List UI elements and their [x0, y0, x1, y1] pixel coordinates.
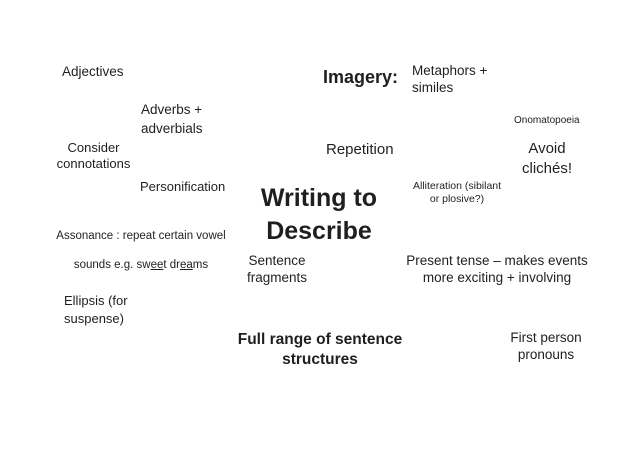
label-present-tense: Present tense – makes events more exciti…	[406, 253, 588, 285]
assonance-line2: sounds e.g. sweet dreams	[38, 258, 244, 272]
label-personification: Personification	[140, 179, 226, 194]
label-sentence-fragments: Sentence fragments	[246, 253, 308, 285]
assonance-text-part: t dr	[163, 259, 180, 272]
label-adverbs: Adverbs + adverbials	[141, 102, 203, 136]
label-metaphors: Metaphors + similes	[412, 63, 488, 95]
label-imagery: Imagery:	[323, 67, 399, 87]
assonance-text-part: ms	[192, 259, 209, 272]
label-consider: Consider connotations	[56, 140, 131, 172]
slide-title: Writing to Describe	[260, 184, 378, 245]
label-avoid-cliches: Avoid clichés!	[521, 140, 573, 177]
assonance-line1: Assonance : repeat certain vowel	[56, 230, 226, 243]
assonance-underlined-vowels-1: ee	[150, 259, 164, 272]
label-onomatopoeia: Onomatopoeia	[514, 115, 580, 126]
label-full-range: Full range of sentence structures	[237, 331, 403, 369]
label-alliteration: Alliteration (sibilant or plosive?)	[412, 180, 502, 206]
label-ellipsis: Ellipsis (for suspense)	[64, 293, 128, 326]
label-first-person: First person pronouns	[510, 330, 582, 362]
assonance-underlined-vowels-2: ea	[180, 259, 193, 272]
label-adjectives: Adjectives	[62, 64, 124, 79]
label-repetition: Repetition	[326, 141, 394, 158]
label-assonance: Assonance : repeat certain vowel sounds …	[38, 215, 244, 287]
assonance-text-part: sounds e.g. sw	[73, 259, 151, 272]
